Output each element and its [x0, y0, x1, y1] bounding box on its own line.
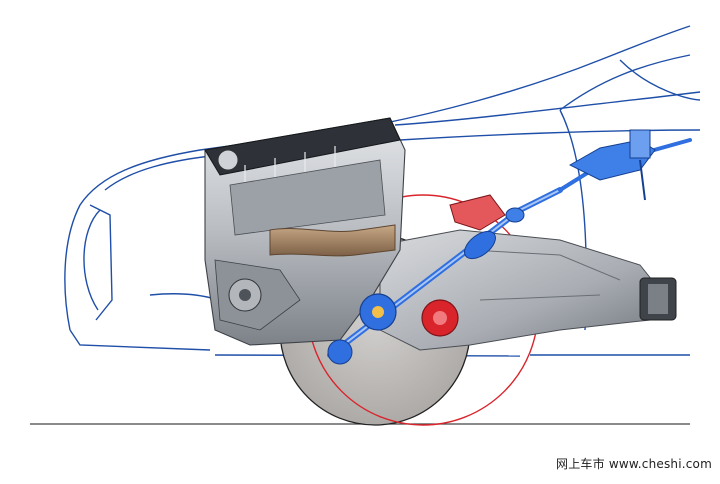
differential-red — [421, 194, 506, 337]
gearbox — [379, 229, 677, 351]
steering-column — [568, 129, 656, 201]
wheel-hub-blue — [327, 293, 397, 365]
watermark-text: 网上车市 www.cheshi.com — [556, 457, 712, 471]
car-body-outline — [64, 25, 701, 357]
v8-engine — [204, 117, 406, 346]
exhaust-manifold — [269, 224, 396, 257]
